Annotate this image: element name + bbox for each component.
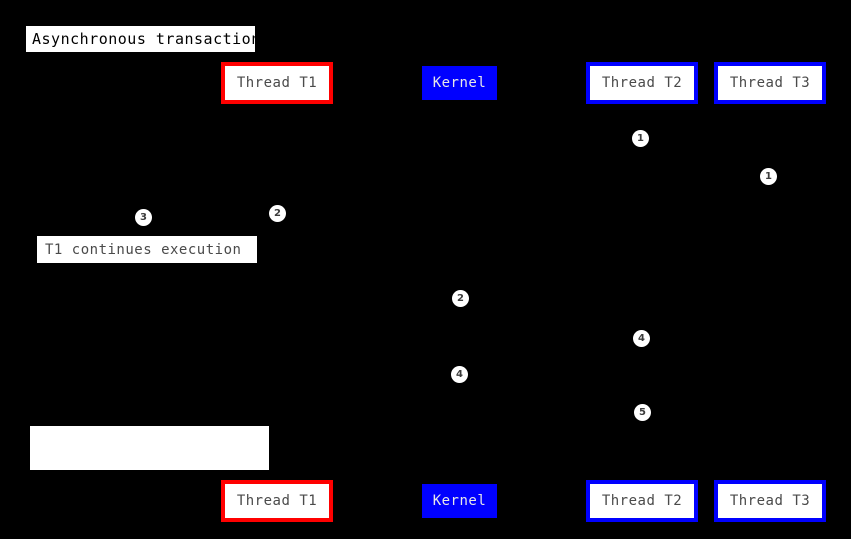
step-marker-2-t1: 2: [269, 205, 286, 222]
participant-thread-t2-bottom[interactable]: Thread T2: [586, 480, 698, 522]
lifeline-nub-t1-top: [276, 104, 279, 108]
step-number: 5: [639, 406, 646, 418]
step-marker-1-t2: 1: [632, 130, 649, 147]
lifeline-nub-t3-bottom: [768, 476, 771, 480]
participant-label: Kernel: [432, 493, 487, 509]
participant-label: Thread T2: [601, 493, 683, 509]
step-marker-5-t2: 5: [634, 404, 651, 421]
lifeline-thread-t3: [769, 103, 770, 481]
note-t1-continues-execution: T1 continues execution: [37, 236, 257, 263]
step-number: 1: [637, 132, 644, 144]
step-number: 1: [765, 170, 772, 182]
participant-label: Thread T3: [729, 75, 811, 91]
participant-thread-t2-top[interactable]: Thread T2: [586, 62, 698, 104]
lifeline-nub-t2-bottom: [640, 476, 643, 480]
participant-label: Kernel: [432, 75, 487, 91]
step-marker-1-t3: 1: [760, 168, 777, 185]
step-marker-4-kernel: 4: [451, 366, 468, 383]
step-number: 3: [140, 211, 147, 223]
lifeline-nub-t3-top: [768, 104, 771, 108]
step-marker-3-t1: 3: [135, 209, 152, 226]
note-blank: [30, 426, 269, 470]
lifeline-thread-t2: [641, 103, 642, 481]
diagram-title: Asynchronous transaction: [26, 26, 260, 52]
participant-label: Thread T2: [601, 75, 683, 91]
step-marker-4-t2: 4: [633, 330, 650, 347]
participant-label: Thread T1: [236, 493, 318, 509]
participant-label: Thread T3: [729, 493, 811, 509]
participant-kernel-bottom[interactable]: Kernel: [422, 484, 497, 518]
participant-label: Thread T1: [236, 75, 318, 91]
step-number: 4: [456, 368, 463, 380]
step-number: 2: [457, 292, 464, 304]
step-number: 4: [638, 332, 645, 344]
lifeline-nub-t1-bottom: [276, 476, 279, 480]
participant-thread-t3-top[interactable]: Thread T3: [714, 62, 826, 104]
step-number: 2: [274, 207, 281, 219]
step-marker-2-kernel: 2: [452, 290, 469, 307]
lifeline-nub-t2-top: [640, 104, 643, 108]
participant-thread-t1-bottom[interactable]: Thread T1: [221, 480, 333, 522]
lifeline-thread-t1: [277, 106, 278, 476]
participant-kernel-top[interactable]: Kernel: [422, 66, 497, 100]
participant-thread-t1-top[interactable]: Thread T1: [221, 62, 333, 104]
participant-thread-t3-bottom[interactable]: Thread T3: [714, 480, 826, 522]
